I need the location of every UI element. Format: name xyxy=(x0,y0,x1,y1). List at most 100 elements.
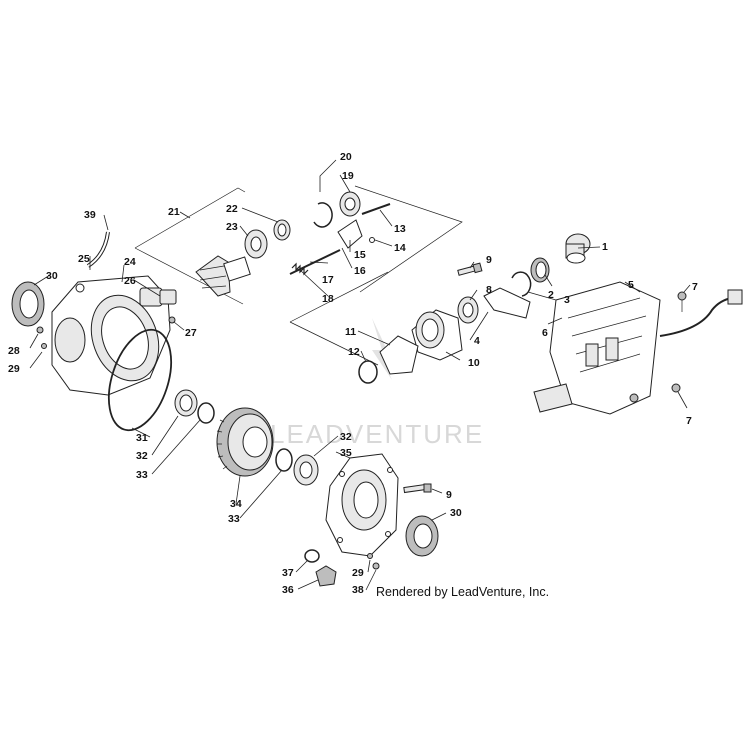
callout-8: 8 xyxy=(486,284,492,296)
callout-2: 2 xyxy=(548,289,554,301)
group-bracket-pinion-shaft xyxy=(354,185,463,293)
callout-7-upper: 7 xyxy=(692,281,698,293)
callout-3: 3 xyxy=(564,294,570,306)
callout-14: 14 xyxy=(394,242,406,254)
output-yoke-1 xyxy=(565,233,591,264)
screw-7-upper xyxy=(677,291,687,312)
callout-33-right: 33 xyxy=(228,513,240,525)
callout-25: 25 xyxy=(78,253,90,265)
main-housing xyxy=(51,275,171,396)
callout-29-lower: 29 xyxy=(352,567,364,579)
callout-5: 5 xyxy=(628,279,634,291)
bearing-8 xyxy=(457,296,479,324)
callout-23: 23 xyxy=(226,221,238,233)
shift-fork-15 xyxy=(337,219,363,249)
callout-1: 1 xyxy=(602,241,608,253)
watermark: LEADVENTURE xyxy=(270,318,484,449)
watermark-logo xyxy=(372,318,392,380)
callout-38: 38 xyxy=(352,584,364,596)
bearing-left xyxy=(174,389,215,424)
bracket-4 xyxy=(483,287,531,319)
spacer-26 xyxy=(159,289,177,305)
callout-35: 35 xyxy=(340,447,352,459)
callout-18: 18 xyxy=(322,293,334,305)
cover-35 xyxy=(325,453,399,557)
washer-37 xyxy=(304,549,320,563)
bearing-32 xyxy=(293,454,319,486)
snap-ring-3 xyxy=(511,271,532,297)
screw-7-lower-a xyxy=(629,393,639,403)
bolt-9-upper xyxy=(457,262,483,276)
callout-30-lower: 30 xyxy=(450,507,462,519)
leader-lines xyxy=(29,159,691,591)
gasket-11 xyxy=(379,335,419,375)
group-bracket-bearing-housing-lower xyxy=(289,321,379,366)
callout-12: 12 xyxy=(348,346,360,358)
bearing-23 xyxy=(244,229,268,259)
callout-26: 26 xyxy=(124,275,136,287)
callout-33-left: 33 xyxy=(136,469,148,481)
o-ring-31 xyxy=(107,328,173,432)
screw-29-lower xyxy=(367,553,373,559)
seal-2 xyxy=(530,257,550,283)
callout-20: 20 xyxy=(340,151,352,163)
callout-6: 6 xyxy=(542,327,548,339)
callout-16: 16 xyxy=(354,265,366,277)
wiring-harness xyxy=(659,297,733,337)
bearing-19 xyxy=(339,191,361,217)
callout-11: 11 xyxy=(345,326,356,338)
screw-29-upper xyxy=(41,343,47,349)
callout-24: 24 xyxy=(124,256,136,268)
screw-28 xyxy=(36,326,44,334)
bolt-9-lower xyxy=(403,483,432,494)
callout-15: 15 xyxy=(354,249,366,261)
callout-19: 19 xyxy=(342,170,354,182)
seal-right xyxy=(405,515,439,557)
spacer-ring-33 xyxy=(275,448,293,472)
callout-10: 10 xyxy=(468,357,480,369)
callout-27: 27 xyxy=(185,327,197,339)
pin-13 xyxy=(361,203,391,215)
callout-labels: 1 2 3 4 5 6 7 7 8 9 9 10 11 12 13 14 15 … xyxy=(8,151,698,596)
pinion-gear xyxy=(195,255,251,297)
callout-17: 17 xyxy=(322,274,334,286)
callout-4: 4 xyxy=(474,335,480,347)
screw-7-lower-b xyxy=(671,383,681,393)
plug-36 xyxy=(315,565,337,587)
callout-32-right: 32 xyxy=(340,431,352,443)
callout-36: 36 xyxy=(282,584,294,596)
connector-7 xyxy=(727,289,743,305)
callout-9-lower: 9 xyxy=(446,489,452,501)
screw-27 xyxy=(168,316,176,324)
group-bracket-bearing-housing xyxy=(289,271,389,323)
group-bracket-21 xyxy=(134,187,246,249)
callout-37: 37 xyxy=(282,567,294,579)
snap-ring-20 xyxy=(313,202,333,228)
watermark-text: LEADVENTURE xyxy=(270,419,484,449)
callout-31: 31 xyxy=(136,432,148,444)
callout-32-left: 32 xyxy=(136,450,148,462)
callout-28: 28 xyxy=(8,345,20,357)
callout-39: 39 xyxy=(84,209,96,221)
callout-9-upper: 9 xyxy=(486,254,492,266)
o-ring-12 xyxy=(358,360,378,384)
actuator-housing-5 xyxy=(533,281,661,415)
callout-30-upper: 30 xyxy=(46,270,58,282)
callout-21: 21 xyxy=(168,206,180,218)
group-bracket-21-lower xyxy=(134,247,244,305)
callout-29-upper: 29 xyxy=(8,363,20,375)
callout-22: 22 xyxy=(226,203,238,215)
credit-text: Rendered by LeadVenture, Inc. xyxy=(376,585,549,599)
sleeve-22 xyxy=(273,219,291,241)
callout-13: 13 xyxy=(394,223,406,235)
callout-34: 34 xyxy=(230,498,242,510)
spring-18 xyxy=(291,262,309,276)
seal-left xyxy=(11,281,45,327)
ball-14 xyxy=(369,237,375,243)
callout-7-lower: 7 xyxy=(686,415,692,427)
breather-hose xyxy=(86,231,110,268)
breather-hose-inner xyxy=(87,231,109,267)
screw-38 xyxy=(372,562,380,570)
bearing-housing-10 xyxy=(411,309,463,361)
